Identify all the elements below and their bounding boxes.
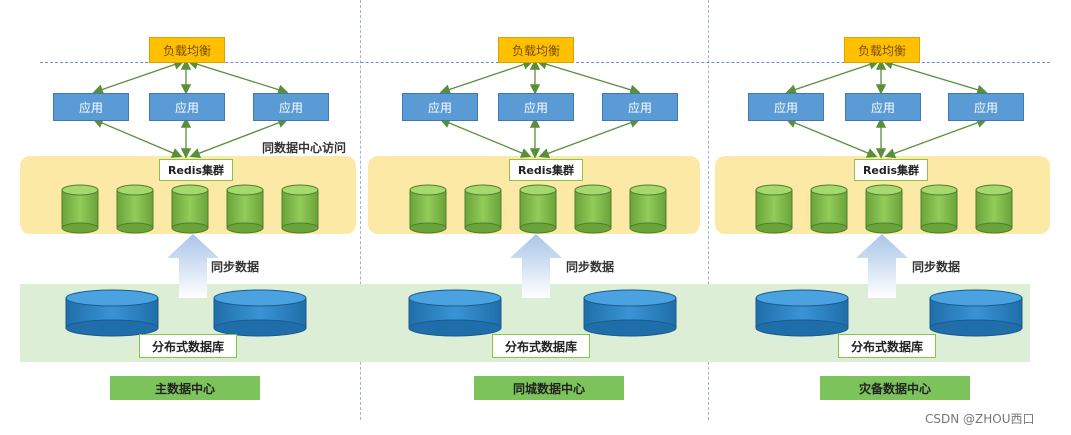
sync-arrow-city [510, 234, 562, 298]
distributed-db-label: 分布式数据库 [139, 334, 237, 358]
redis-node [810, 184, 848, 234]
db-node [755, 289, 849, 337]
redis-node [226, 184, 264, 234]
redis-node [755, 184, 793, 234]
db-node [583, 289, 677, 337]
distributed-db-label: 分布式数据库 [492, 334, 590, 358]
redis-node [464, 184, 502, 234]
load-balancer-city: 负载均衡 [498, 37, 574, 63]
redis-node [519, 184, 557, 234]
load-balancer-main: 负载均衡 [149, 37, 225, 63]
arrows-main [92, 59, 289, 159]
sync-data-label: 同步数据 [912, 260, 961, 274]
arrows-dr [785, 59, 988, 159]
datacenter-label-city: 同城数据中心 [474, 376, 624, 400]
sync-data-label: 同步数据 [211, 260, 260, 274]
redis-cluster-label: Redis集群 [159, 159, 233, 181]
redis-node [975, 184, 1013, 234]
app-box: 应用 [845, 93, 921, 121]
datacenter-label-dr: 灾备数据中心 [820, 376, 970, 400]
app-box: 应用 [149, 93, 225, 121]
app-box: 应用 [948, 93, 1024, 121]
db-node [408, 289, 502, 337]
redis-node [409, 184, 447, 234]
sync-arrow-main [167, 234, 219, 298]
app-box: 应用 [253, 93, 329, 121]
redis-cluster-label: Redis集群 [509, 159, 583, 181]
app-box: 应用 [53, 93, 129, 121]
redis-node [171, 184, 209, 234]
redis-nodes [61, 184, 1013, 234]
separator-2 [708, 0, 709, 420]
redis-node [116, 184, 154, 234]
app-box: 应用 [602, 93, 678, 121]
redis-node [920, 184, 958, 234]
redis-node [574, 184, 612, 234]
sync-arrow-dr [856, 234, 908, 298]
watermark: CSDN @ZHOU西口 [925, 412, 1035, 426]
redis-node [629, 184, 667, 234]
db-node [929, 289, 1023, 337]
db-node [65, 289, 159, 337]
datacenter-label-main: 主数据中心 [110, 376, 260, 400]
redis-node [865, 184, 903, 234]
app-box: 应用 [402, 93, 478, 121]
load-balancer-dr: 负载均衡 [844, 37, 920, 63]
app-box: 应用 [498, 93, 574, 121]
redis-node [61, 184, 99, 234]
separator-1 [360, 0, 361, 420]
sync-data-label: 同步数据 [566, 260, 615, 274]
arrows-city [439, 59, 641, 159]
distributed-db-label: 分布式数据库 [838, 334, 936, 358]
database-nodes [65, 289, 1023, 337]
redis-cluster-label: Redis集群 [854, 159, 928, 181]
db-node [213, 289, 307, 337]
app-box: 应用 [748, 93, 824, 121]
same-dc-access-label: 同数据中心访问 [262, 141, 347, 155]
redis-node [281, 184, 319, 234]
